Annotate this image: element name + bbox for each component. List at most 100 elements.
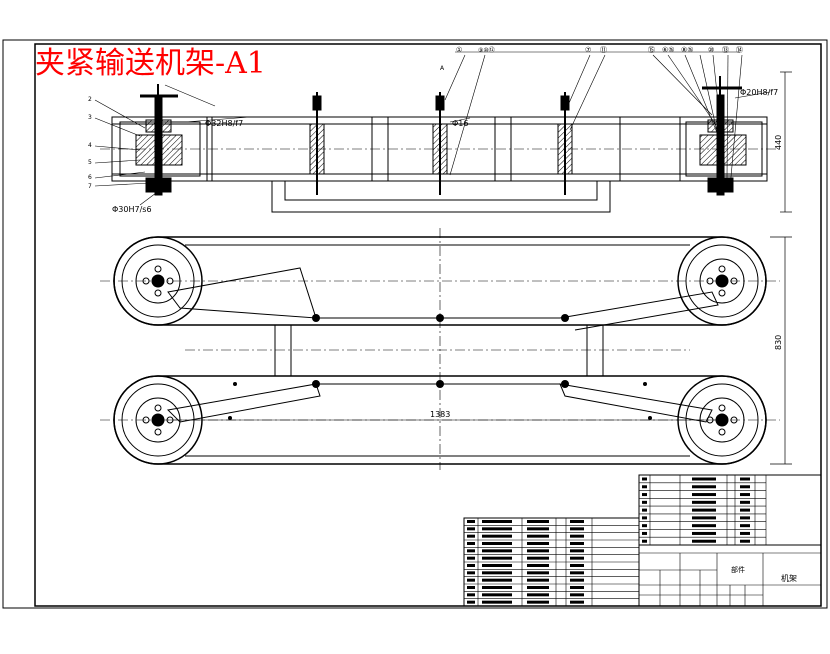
callout-9: ⑬ bbox=[722, 46, 729, 54]
parts-list-fill bbox=[467, 520, 584, 604]
title-cell-mark bbox=[692, 516, 716, 520]
part-label-4: 4 bbox=[88, 142, 92, 149]
front-view bbox=[100, 228, 792, 470]
parts-cell-mark bbox=[570, 520, 584, 523]
parts-cell-mark bbox=[482, 542, 512, 545]
inner-border bbox=[34, 43, 822, 607]
parts-cell-mark bbox=[467, 542, 475, 545]
parts-cell-mark bbox=[467, 593, 475, 597]
parts-cell-mark bbox=[482, 586, 512, 589]
parts-cell-mark bbox=[467, 549, 475, 553]
title-cell-mark bbox=[692, 500, 716, 504]
parts-cell-mark bbox=[570, 564, 584, 567]
callout-6: ⑥⑤ bbox=[662, 46, 675, 54]
parts-cell-mark bbox=[570, 542, 584, 545]
assembly-label: 部件 bbox=[731, 565, 745, 574]
parts-cell-mark bbox=[527, 593, 549, 597]
parts-cell-mark bbox=[467, 534, 475, 538]
parts-cell-mark bbox=[527, 556, 549, 560]
parts-cell-mark bbox=[527, 534, 549, 538]
parts-cell-mark bbox=[482, 578, 512, 582]
parts-cell-mark bbox=[467, 571, 475, 575]
title-cell-mark bbox=[740, 500, 750, 504]
title-cell-mark bbox=[642, 508, 647, 512]
parts-cell-mark bbox=[570, 593, 584, 597]
parts-cell-mark bbox=[527, 549, 549, 553]
title-cell-mark bbox=[692, 539, 716, 543]
title-cell-mark bbox=[692, 477, 716, 481]
height-dim-top: 440 bbox=[774, 135, 783, 150]
middle-rollers bbox=[309, 92, 573, 195]
callout-7: ⑧⑤ bbox=[681, 46, 694, 54]
parts-cell-mark bbox=[467, 527, 475, 531]
parts-cell-mark bbox=[570, 586, 584, 589]
parts-cell-mark bbox=[482, 600, 512, 604]
height-dim-front: 830 bbox=[774, 335, 783, 350]
callout-4: ⑪ bbox=[600, 46, 607, 54]
lower-right-link bbox=[559, 383, 713, 423]
part-label-7: 7 bbox=[88, 183, 92, 190]
title-cell-mark bbox=[642, 516, 647, 520]
parts-cell-mark bbox=[570, 578, 584, 582]
parts-cell-mark bbox=[467, 600, 475, 604]
fit-label-left: Φ32H8/f7 bbox=[205, 119, 243, 128]
parts-cell-mark bbox=[467, 564, 475, 567]
parts-list bbox=[463, 517, 640, 607]
title-cell-mark bbox=[692, 493, 716, 497]
title-cell-mark bbox=[740, 531, 750, 535]
parts-cell-mark bbox=[570, 527, 584, 531]
title-cell-mark bbox=[692, 531, 716, 535]
section-mark: A bbox=[440, 65, 445, 72]
parts-cell-mark bbox=[527, 564, 549, 567]
parts-cell-mark bbox=[527, 586, 549, 589]
parts-cell-mark bbox=[482, 520, 512, 523]
title-cell-mark bbox=[642, 477, 647, 481]
parts-cell-mark bbox=[527, 527, 549, 531]
parts-cell-mark bbox=[570, 571, 584, 575]
callout-3: ⑦ bbox=[585, 46, 591, 54]
callout-10: ⑭ bbox=[736, 46, 743, 54]
right-strut bbox=[586, 324, 604, 377]
top-view-labels: Φ32H8/f7 Φ20H8/f7 Φ30H7/s6 Φ16 A 440 2 3… bbox=[88, 46, 783, 214]
parts-cell-mark bbox=[482, 564, 512, 567]
parts-cell-mark bbox=[467, 586, 475, 589]
fit-label-right: Φ20H8/f7 bbox=[740, 88, 778, 97]
outer-border bbox=[2, 39, 828, 609]
title-cell-mark bbox=[642, 531, 647, 535]
title-cell-mark bbox=[740, 508, 750, 512]
title-cell-mark bbox=[740, 477, 750, 481]
title-cell-mark bbox=[740, 516, 750, 520]
parts-cell-mark bbox=[527, 600, 549, 604]
parts-cell-mark bbox=[467, 556, 475, 560]
hole-dia-label: Φ16 bbox=[452, 119, 468, 128]
parts-cell-mark bbox=[570, 556, 584, 560]
parts-cell-mark bbox=[527, 520, 549, 523]
lower-left-link bbox=[166, 383, 321, 423]
parts-cell-mark bbox=[527, 578, 549, 582]
title-cell-mark bbox=[642, 539, 647, 543]
drawing-name: 机架 bbox=[781, 573, 797, 583]
callout-1: ① bbox=[456, 46, 462, 54]
parts-cell-mark bbox=[570, 600, 584, 604]
parts-cell-mark bbox=[482, 571, 512, 575]
parts-cell-mark bbox=[527, 542, 549, 545]
parts-cell-mark bbox=[527, 571, 549, 575]
callout-2: ⑨⑩⑫ bbox=[478, 46, 495, 54]
title-block-fill bbox=[642, 477, 750, 543]
front-view-labels: 1383 830 bbox=[430, 335, 783, 419]
parts-cell-mark bbox=[482, 549, 512, 553]
upper-right-link bbox=[559, 291, 719, 331]
parts-cell-mark bbox=[570, 534, 584, 538]
fit-label-bottom: Φ30H7/s6 bbox=[112, 205, 152, 214]
parts-cell-mark bbox=[482, 593, 512, 597]
part-label-6: 6 bbox=[88, 174, 92, 181]
title-cell-mark bbox=[740, 524, 750, 528]
parts-cell-mark bbox=[467, 578, 475, 582]
parts-cell-mark bbox=[482, 534, 512, 538]
title-cell-mark bbox=[692, 508, 716, 512]
title-cell-mark bbox=[642, 524, 647, 528]
bolts bbox=[228, 314, 652, 420]
top-view bbox=[94, 51, 792, 213]
